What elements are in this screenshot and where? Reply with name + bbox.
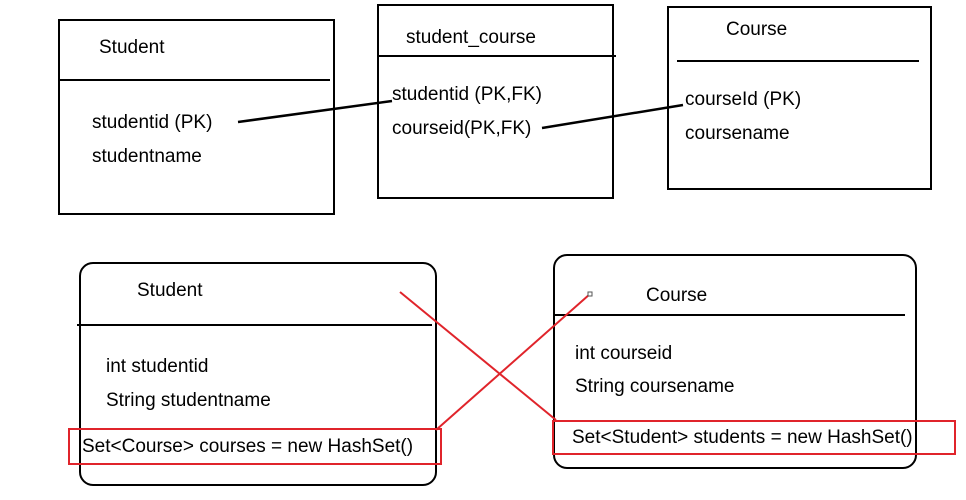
er-course-divider (677, 60, 919, 62)
er-student-course-attr-courseid: courseid(PK,FK) (392, 118, 532, 139)
er-course-title: Course (726, 19, 788, 40)
cross-line-student-to-course (399, 291, 557, 421)
class-course-divider (555, 314, 905, 316)
er-student-course-title: student_course (406, 27, 536, 48)
er-course-attr-id: courseId (PK) (685, 89, 802, 110)
class-student-collection: Set<Course> courses = new HashSet() (82, 436, 414, 457)
er-student-course-table (377, 4, 614, 199)
class-course-field-id: int courseid (575, 343, 673, 364)
er-course-attr-name: coursename (685, 123, 790, 144)
relation-line-student-to-join (237, 99, 393, 124)
class-course-collection-highlight (552, 420, 956, 455)
class-student-divider (77, 324, 432, 326)
class-student-collection-highlight (68, 428, 442, 465)
er-course-table (667, 6, 932, 190)
er-student-divider (58, 79, 330, 81)
class-course-box (553, 254, 917, 469)
relation-line-join-to-course (541, 103, 684, 130)
er-student-course-attr-studentid: studentid (PK,FK) (392, 84, 542, 105)
er-student-table (58, 19, 335, 215)
er-student-attr-id: studentid (PK) (92, 112, 213, 133)
er-student-title: Student (99, 37, 165, 58)
cross-line-course-to-student (435, 293, 591, 431)
class-student-title: Student (137, 280, 203, 301)
er-student-attr-name: studentname (92, 146, 202, 167)
class-course-collection: Set<Student> students = new HashSet() (572, 427, 913, 448)
class-course-title: Course (646, 285, 708, 306)
cross-line-handle (587, 291, 593, 297)
class-student-field-id: int studentid (106, 356, 209, 377)
class-student-box (79, 262, 437, 486)
er-student-course-divider (377, 55, 616, 57)
class-course-field-name: String coursename (575, 376, 735, 397)
class-student-field-name: String studentname (106, 390, 271, 411)
